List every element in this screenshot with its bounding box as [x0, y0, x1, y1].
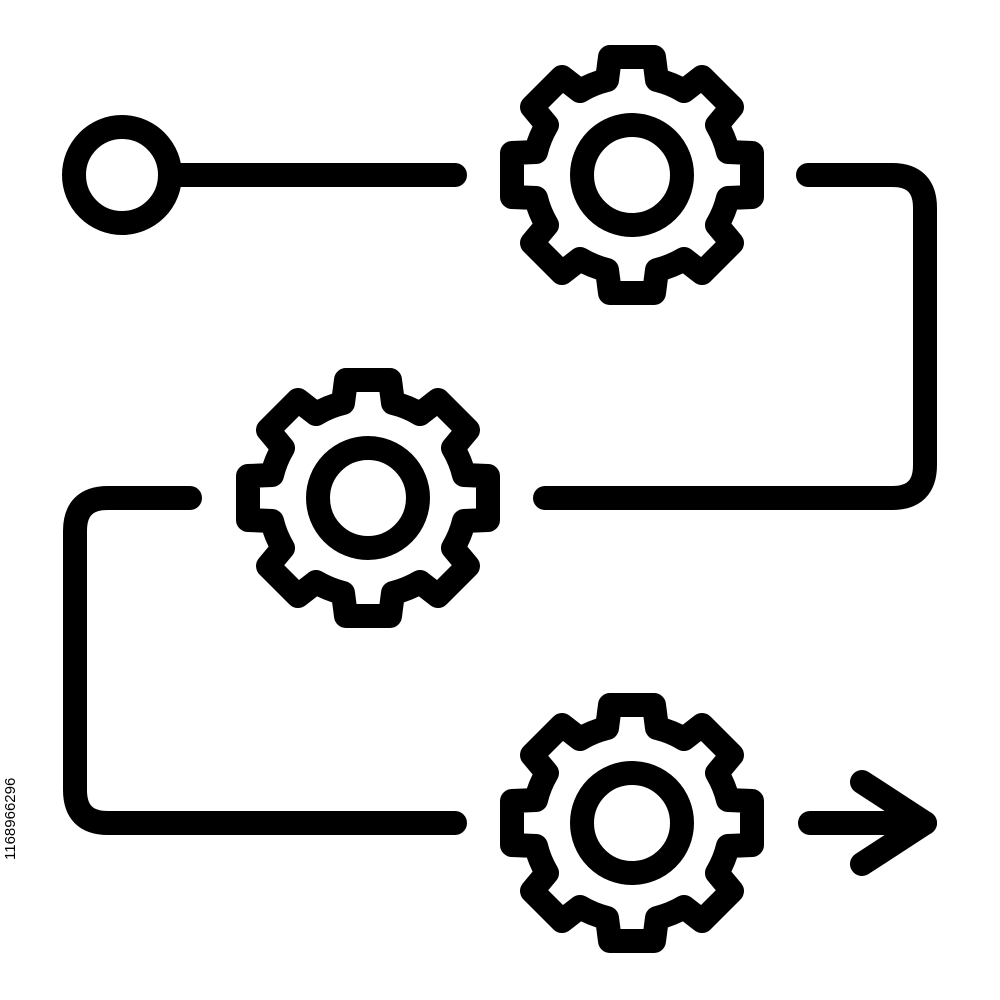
gear-icon-2: [248, 380, 488, 616]
gear-icon-3: [512, 705, 752, 941]
connector-line-3: [63, 486, 467, 835]
gear-icon-1: [512, 57, 752, 293]
arrow-right-icon: [798, 770, 937, 876]
start-node-icon: [62, 115, 182, 235]
connector-line-2: [533, 163, 937, 510]
stock-id-label: 1168966296: [2, 777, 19, 860]
